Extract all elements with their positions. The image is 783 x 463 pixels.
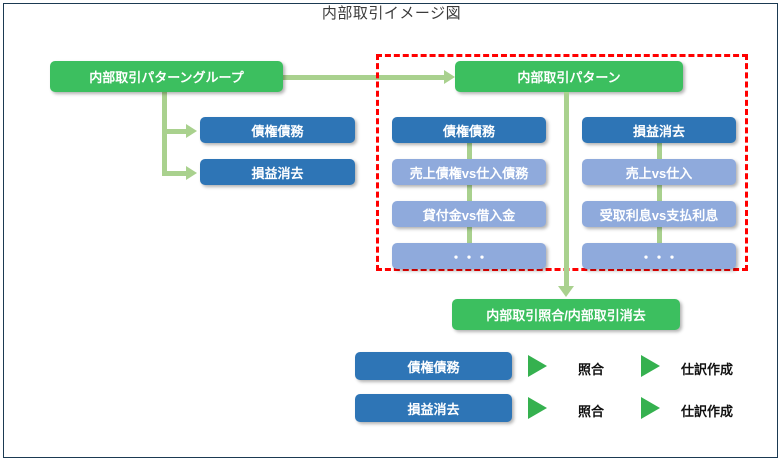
pattern-group-box[interactable]: 内部取引パターングループ bbox=[50, 61, 283, 92]
arrow-pattern-to-matching-icon bbox=[558, 286, 574, 297]
connector-group-trunk bbox=[162, 92, 167, 176]
flow-row-2-triangle-1-icon bbox=[528, 397, 547, 419]
arrow-group-child-2-icon bbox=[186, 166, 197, 180]
pattern-col1-item-3[interactable]: ・・・ bbox=[392, 243, 546, 269]
arrow-group-to-pattern-icon bbox=[444, 70, 455, 84]
connector-pattern-spine bbox=[564, 92, 569, 288]
connector-col2-chain-3 bbox=[657, 227, 662, 245]
pattern-col1-item-2[interactable]: 貸付金vs借入金 bbox=[392, 201, 546, 227]
connector-col2-chain-1 bbox=[657, 143, 662, 161]
connector-group-branch-2 bbox=[162, 171, 190, 176]
pattern-col2-item-3[interactable]: ・・・ bbox=[582, 243, 736, 269]
flow-row-1-triangle-2-icon bbox=[641, 355, 660, 377]
group-child-box-1[interactable]: 債権債務 bbox=[200, 117, 355, 143]
connector-col1-chain-1 bbox=[467, 143, 472, 161]
pattern-box[interactable]: 内部取引パターン bbox=[455, 61, 683, 92]
connector-col1-chain-3 bbox=[467, 227, 472, 245]
flow-row-1-step-1: 照合 bbox=[578, 362, 605, 377]
connector-col1-chain-2 bbox=[467, 185, 472, 203]
flow-row-1-box[interactable]: 債権債務 bbox=[355, 352, 512, 380]
group-child-box-2[interactable]: 損益消去 bbox=[200, 159, 355, 185]
page-title: 内部取引イメージ図 bbox=[321, 5, 462, 22]
pattern-col2-item-1[interactable]: 売上vs仕入 bbox=[582, 159, 736, 185]
flow-row-2-box[interactable]: 損益消去 bbox=[355, 394, 512, 422]
pattern-col2-item-2[interactable]: 受取利息vs支払利息 bbox=[582, 201, 736, 227]
connector-col2-chain-2 bbox=[657, 185, 662, 203]
flow-row-1-step-2: 仕訳作成 bbox=[681, 362, 734, 377]
pattern-col2-header[interactable]: 損益消去 bbox=[582, 117, 736, 143]
connector-group-branch-1 bbox=[162, 129, 190, 134]
flow-row-2-step-2: 仕訳作成 bbox=[681, 404, 734, 419]
flow-row-2-step-1: 照合 bbox=[578, 404, 605, 419]
pattern-col1-item-1[interactable]: 売上債権vs仕入債務 bbox=[392, 159, 546, 185]
matching-box[interactable]: 内部取引照合/内部取引消去 bbox=[452, 299, 680, 330]
connector-group-to-pattern bbox=[283, 75, 448, 80]
arrow-group-child-1-icon bbox=[186, 124, 197, 138]
flow-row-1-triangle-1-icon bbox=[528, 355, 547, 377]
pattern-col1-header[interactable]: 債権債務 bbox=[392, 117, 546, 143]
flow-row-2-triangle-2-icon bbox=[641, 397, 660, 419]
